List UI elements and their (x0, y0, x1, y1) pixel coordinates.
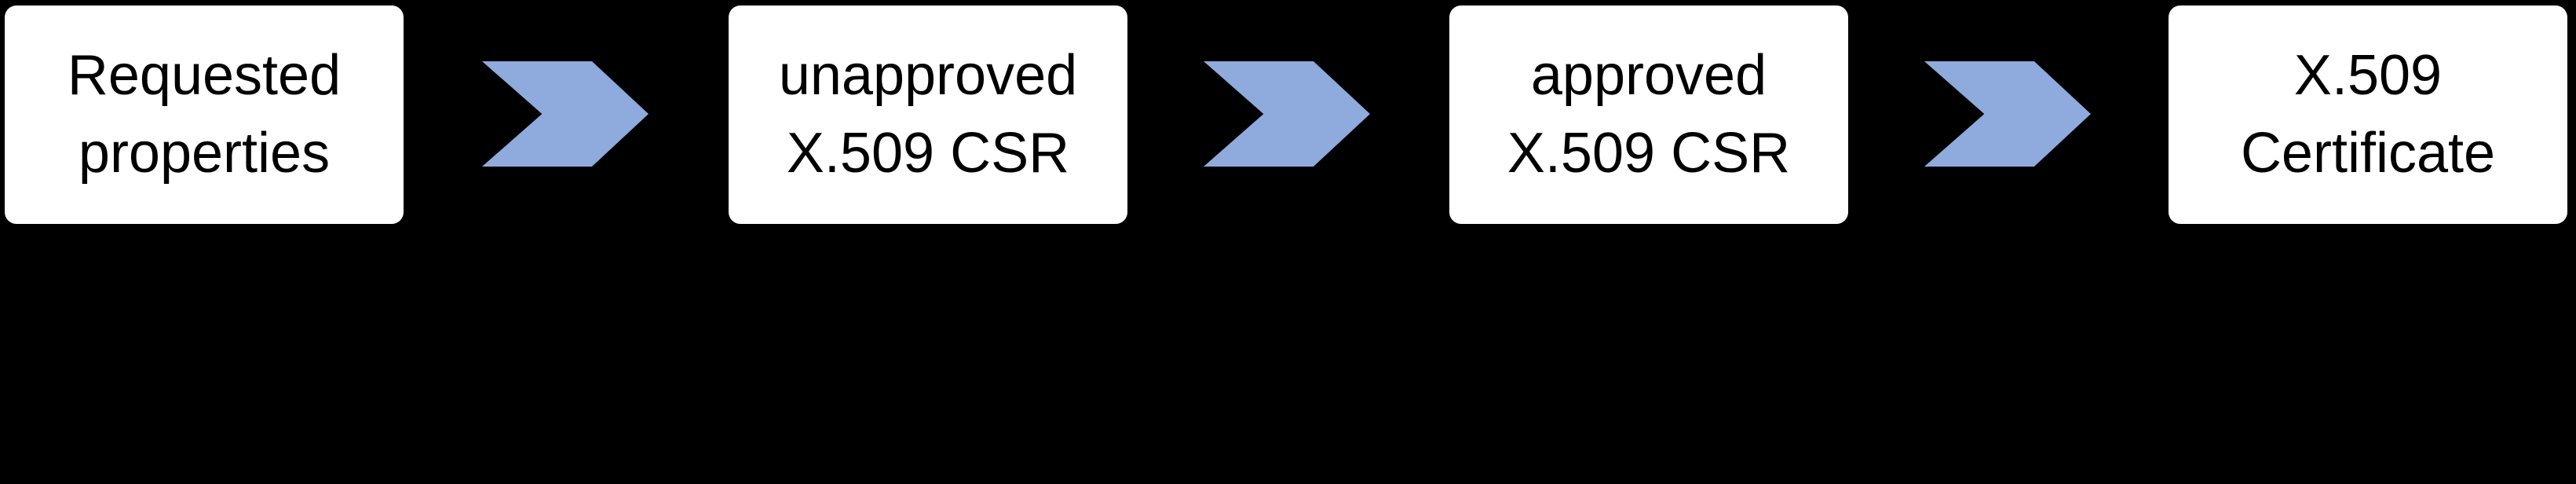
stage-box-requested-properties: Requested properties (5, 6, 404, 224)
stage-label-line: X.509 CSR (786, 122, 1070, 185)
stage-box-approved-x509-csr: approved X.509 CSR (1449, 6, 1848, 224)
stage-label-line: X.509 (2293, 44, 2443, 107)
stage-label-line: Certificate (2240, 122, 2496, 185)
stage-box-x509-certificate: X.509 Certificate (2169, 6, 2567, 224)
stage-label-line: unapproved (778, 44, 1078, 107)
stage-label-line: properties (78, 122, 331, 185)
chevron-right-icon (1204, 61, 1370, 167)
stage-label-line: X.509 CSR (1507, 122, 1791, 185)
chevron-right-icon (482, 61, 649, 167)
stage-label-line: Requested (67, 44, 342, 107)
stage-label-line: approved (1530, 44, 1767, 107)
stage-box-unapproved-x509-csr: unapproved X.509 CSR (729, 6, 1127, 224)
chevron-right-icon (1924, 61, 2091, 167)
